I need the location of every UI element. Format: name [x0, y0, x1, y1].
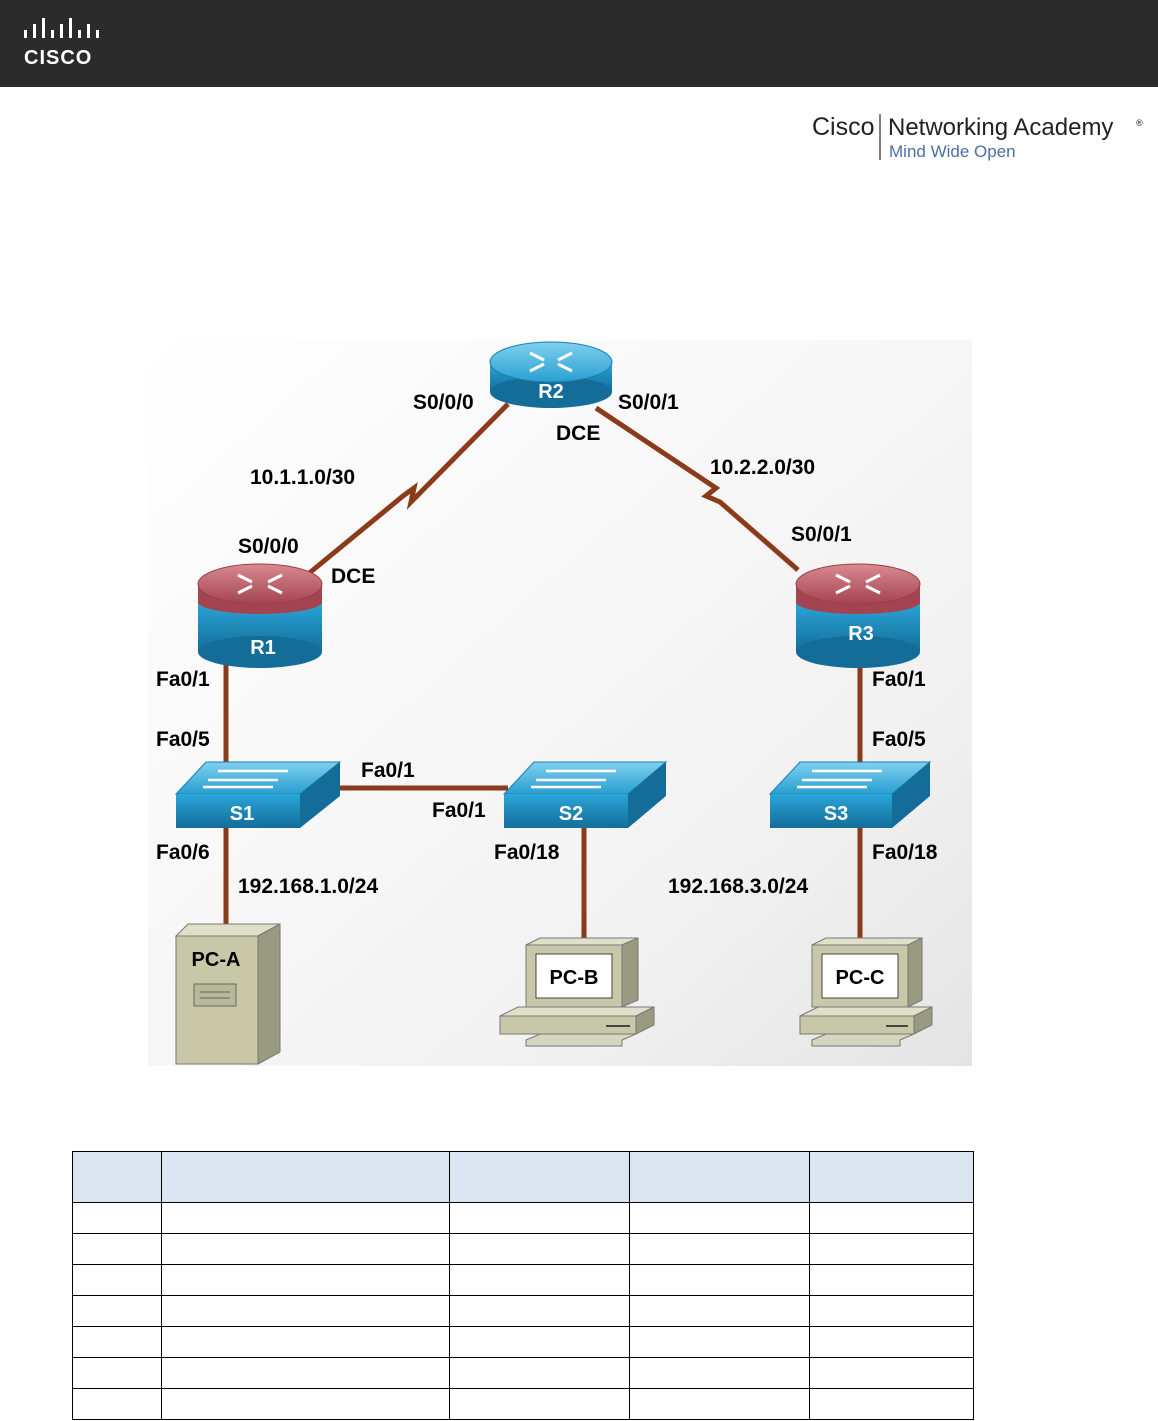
- table-row: [72, 1202, 974, 1234]
- switch-s1-label: S1: [230, 803, 254, 825]
- router-arrows-icon: [835, 573, 881, 595]
- label-s2-fa01: Fa0/1: [432, 799, 486, 822]
- label-net-192-168-1-0: 192.168.1.0/24: [238, 875, 378, 898]
- router-arrows-icon: [529, 351, 573, 373]
- header-cell: [72, 1151, 162, 1203]
- label-r1-dce: DCE: [331, 565, 375, 588]
- pc-c[interactable]: PC-C: [799, 937, 933, 1047]
- label-r1-fa01: Fa0/1: [156, 668, 210, 691]
- table-row: [72, 1388, 974, 1420]
- link-r2-r3: [594, 405, 800, 572]
- svg-text:®: ®: [1136, 118, 1143, 128]
- label-r2-dce: DCE: [556, 422, 600, 445]
- label-net-192-168-3-0: 192.168.3.0/24: [668, 875, 808, 898]
- pc-b[interactable]: PC-B: [499, 937, 655, 1047]
- switch-arrows-icon: [797, 769, 882, 789]
- header-cell: [629, 1151, 810, 1203]
- label-r3-s001: S0/0/1: [791, 523, 852, 546]
- pc-c-label: PC-C: [836, 967, 885, 989]
- router-r1-label: R1: [250, 637, 276, 659]
- switch-s3[interactable]: S3: [768, 761, 932, 828]
- header-cell: [449, 1151, 630, 1203]
- table-header: [72, 1151, 974, 1203]
- router-r2-label: R2: [538, 381, 564, 403]
- label-s1-fa05: Fa0/5: [156, 728, 210, 751]
- header-cell: [161, 1151, 450, 1203]
- label-s3-fa05: Fa0/5: [872, 728, 926, 751]
- label-r2-s001: S0/0/1: [618, 391, 679, 414]
- cisco-logo-text: CISCO: [24, 47, 92, 69]
- networking-academy-logo: Cisco Networking Academy ® Mind Wide Ope…: [810, 108, 1150, 168]
- table-row: [72, 1295, 974, 1327]
- cisco-logo: CISCO: [24, 18, 99, 69]
- label-s2-fa018: Fa0/18: [494, 841, 560, 864]
- label-net-10-1-1-0: 10.1.1.0/30: [250, 466, 355, 489]
- label-r3-fa01: Fa0/1: [872, 668, 926, 691]
- academy-name-text: Networking Academy: [888, 114, 1113, 141]
- table-row: [72, 1264, 974, 1296]
- academy-tagline-text: Mind Wide Open: [889, 142, 1016, 161]
- label-s3-fa018: Fa0/18: [872, 841, 938, 864]
- pc-a[interactable]: PC-A: [174, 923, 281, 1065]
- pc-a-label: PC-A: [192, 949, 241, 971]
- label-s1-fa01: Fa0/1: [361, 759, 415, 782]
- switch-s1[interactable]: S1: [174, 761, 342, 828]
- top-banner: CISCO: [0, 0, 1158, 87]
- router-r3[interactable]: R3: [795, 563, 921, 668]
- switch-arrows-icon: [203, 769, 288, 789]
- label-s1-fa06: Fa0/6: [156, 841, 210, 864]
- table-row: [72, 1357, 974, 1389]
- switch-s2-label: S2: [559, 803, 583, 825]
- addressing-table: [72, 1151, 974, 1420]
- router-r3-label: R3: [848, 623, 874, 645]
- label-r2-s000: S0/0/0: [413, 391, 474, 414]
- label-r1-s000: S0/0/0: [238, 535, 299, 558]
- router-arrows-icon: [237, 573, 283, 595]
- academy-brand-text: Cisco: [812, 113, 875, 141]
- pc-b-label: PC-B: [550, 967, 599, 989]
- table-row: [72, 1326, 974, 1358]
- switch-s3-label: S3: [824, 803, 848, 825]
- header-cell: [809, 1151, 974, 1203]
- router-r1[interactable]: R1: [197, 563, 323, 668]
- label-net-10-2-2-0: 10.2.2.0/30: [710, 456, 815, 479]
- network-topology-diagram: R2 R1 R3 S1: [148, 340, 972, 1066]
- link-r1-r2: [294, 402, 510, 586]
- switch-arrows-icon: [531, 769, 616, 789]
- switch-s2[interactable]: S2: [502, 761, 668, 828]
- table-row: [72, 1233, 974, 1265]
- router-r2[interactable]: R2: [489, 341, 613, 408]
